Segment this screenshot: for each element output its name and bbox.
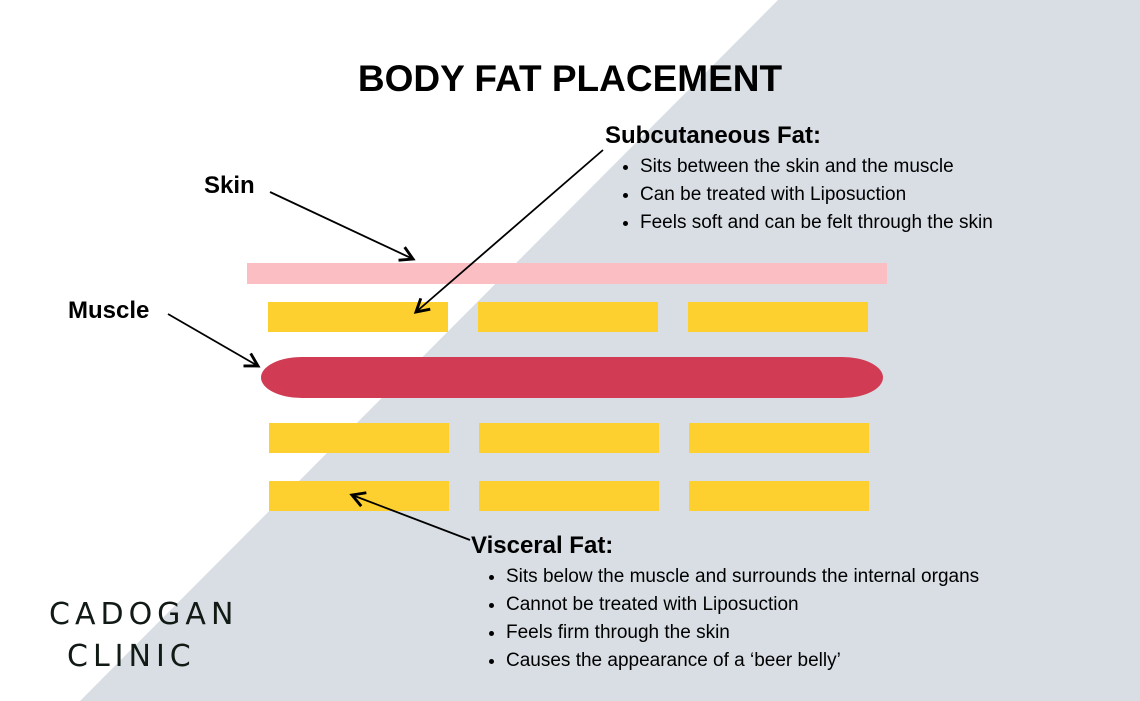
cadogan-clinic-logo: CADOGAN CLINIC	[49, 594, 238, 678]
subcutaneous-fat-block	[688, 302, 868, 332]
subcutaneous-heading: Subcutaneous Fat:	[605, 122, 822, 149]
skin-arrow	[269, 191, 416, 262]
subcutaneous-fat-info: Subcutaneous Fat: Sits between the skin …	[605, 122, 993, 237]
subcutaneous-fat-block	[478, 302, 658, 332]
list-item: Cannot be treated with Liposuction	[506, 591, 979, 619]
skin-label: Skin	[204, 172, 255, 199]
visceral-fat-block	[689, 481, 869, 511]
visceral-fat-block	[689, 423, 869, 453]
logo-line-2: CLINIC	[67, 639, 196, 674]
list-item: Sits between the skin and the muscle	[640, 153, 993, 181]
visceral-arrow	[349, 491, 471, 541]
list-item: Feels soft and can be felt through the s…	[640, 209, 993, 237]
visceral-heading: Visceral Fat:	[471, 532, 614, 559]
visceral-fat-block	[479, 481, 659, 511]
background-diagonal-shape	[80, 0, 1140, 701]
list-item: Feels firm through the skin	[506, 619, 979, 647]
visceral-fat-block	[479, 423, 659, 453]
list-item: Causes the appearance of a ‘beer belly’	[506, 647, 979, 675]
muscle-layer	[261, 357, 883, 398]
subcutaneous-arrow	[413, 149, 604, 314]
muscle-arrow	[167, 313, 261, 368]
visceral-fat-block	[269, 481, 449, 511]
list-item: Sits below the muscle and surrounds the …	[506, 563, 979, 591]
page-title: BODY FAT PLACEMENT	[357, 58, 783, 99]
visceral-fat-info: Visceral Fat: Sits below the muscle and …	[471, 532, 979, 675]
skin-layer	[247, 263, 887, 284]
logo-line-1: CADOGAN	[49, 597, 239, 632]
list-item: Can be treated with Liposuction	[640, 181, 993, 209]
muscle-label: Muscle	[68, 297, 150, 324]
visceral-fat-block	[269, 423, 449, 453]
